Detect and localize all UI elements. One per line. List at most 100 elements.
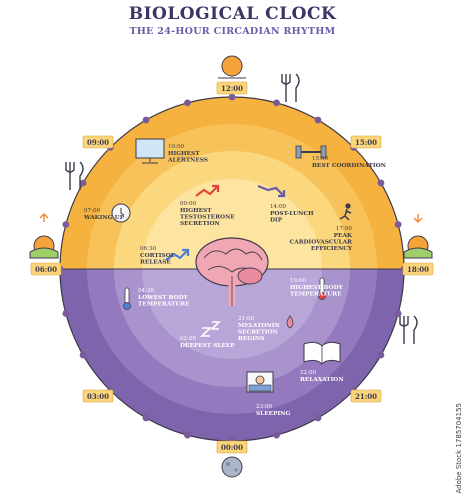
arrows-up-icon: [195, 184, 220, 197]
hour-dot: [394, 221, 402, 228]
event-time: 15:00: [312, 156, 329, 162]
hour-dot: [314, 414, 322, 422]
hour-label: 21:00: [350, 389, 382, 403]
hour-dot: [79, 179, 87, 187]
hour-dot: [79, 351, 87, 359]
hour-label: 06:00: [30, 262, 62, 276]
hour-dot: [142, 116, 150, 124]
hour-dot: [184, 99, 191, 107]
sunset-icon: [403, 214, 433, 259]
hour-label-text: 06:00: [35, 265, 57, 274]
hour-dot: [184, 431, 191, 439]
hour-dot: [62, 310, 70, 317]
event-time: 19:00: [290, 278, 307, 284]
event-text: SECRETION: [238, 330, 279, 336]
arrows-up-icon: [165, 248, 190, 261]
event-text: CORTISOL: [140, 253, 175, 259]
hour-label-text: 03:00: [87, 392, 109, 401]
event-text: HIGHEST: [180, 208, 212, 214]
brain-icon: [195, 237, 269, 306]
cutlery-icon: [65, 161, 84, 190]
event-text: BEST COORDINATION: [312, 163, 387, 169]
hour-dot: [377, 351, 385, 359]
event-text: RELEASE: [140, 260, 171, 266]
thermometer-icon: [123, 287, 131, 310]
event-time: 22:00: [300, 370, 317, 376]
cutlery-icon: [399, 315, 418, 344]
hour-label-text: 12:00: [221, 84, 243, 93]
hour-dot: [142, 414, 150, 422]
sunrise-icon: [29, 213, 59, 259]
event-text: WAKING UP: [83, 215, 125, 221]
book-icon: [303, 341, 341, 365]
hour-label-text: 00:00: [221, 443, 243, 452]
hour-label-text: 21:00: [355, 392, 377, 401]
zzz-arrow-icon: [257, 184, 286, 198]
bed-icon: [246, 371, 274, 393]
event-text: EFFICIENCY: [311, 246, 353, 252]
day-core: [142, 179, 322, 269]
event-text: HIGHEST BODY: [290, 285, 344, 291]
event-text: HIGHEST: [168, 151, 200, 157]
diagram-subtitle: THE 24-HOUR CIRCADIAN RHYTHM: [129, 26, 336, 37]
event-text: DIP: [270, 218, 283, 224]
watermark-brand: Adobe Stock: [455, 450, 463, 494]
event-text: CARDIOVASCULAR: [290, 240, 353, 246]
event-text: SLEEPING: [256, 411, 290, 417]
hour-dot: [314, 116, 322, 124]
night-half: [60, 269, 404, 441]
hour-labels: 12:00 15:00 18:00 21:00 00:00 03:00 06:00 09:00: [30, 81, 434, 454]
event-text: SECRETION: [180, 221, 221, 227]
hour-dot: [377, 179, 385, 187]
hour-label: 03:00: [82, 389, 114, 403]
runner-icon: [339, 203, 352, 221]
stock-watermark: Adobe Stock 1785704155: [455, 403, 463, 494]
sun-icon: [218, 55, 246, 79]
event-text: ALERTNESS: [167, 158, 208, 164]
alarm-clock-icon: [111, 203, 131, 223]
hour-label-text: 15:00: [355, 138, 377, 147]
event-time: 21:00: [238, 316, 255, 322]
thermometer-icon: [318, 277, 326, 300]
drop-icon: [286, 315, 294, 329]
hour-label: 12:00: [216, 81, 248, 95]
diagram-title: BIOLOGICAL CLOCK: [128, 4, 337, 24]
event-time: 23:00: [256, 404, 273, 410]
event-text: TEMPERATURE: [138, 302, 190, 308]
hour-label: 00:00: [216, 440, 248, 454]
event-time: 09:00: [180, 201, 197, 207]
hour-label-text: 09:00: [87, 138, 109, 147]
event-time: 07:00: [84, 208, 101, 214]
event-text: LOWEST BODY: [138, 295, 189, 301]
hour-dot: [394, 310, 402, 317]
event-text: POST-LUNCH: [270, 211, 314, 217]
event-time: 10:00: [168, 144, 185, 150]
dumbbell-icon: [295, 145, 327, 159]
event-text: TESTOSTERONE: [180, 215, 235, 221]
event-time: 17:00: [336, 226, 353, 232]
event-text: TEMPERATURE: [290, 292, 342, 298]
watermark-id: 1785704155: [455, 403, 463, 449]
monitor-icon: [135, 138, 165, 164]
event-text: MELATONIN: [238, 323, 280, 329]
hour-dot: [273, 431, 280, 439]
event-text: BEGINS: [238, 336, 264, 342]
event-text: DEEPEST SLEEP: [180, 343, 235, 349]
event-text: RELAXATION: [300, 377, 344, 383]
hour-dot: [62, 221, 70, 228]
hour-label-text: 18:00: [407, 265, 429, 274]
event-time: 06:30: [140, 246, 157, 252]
